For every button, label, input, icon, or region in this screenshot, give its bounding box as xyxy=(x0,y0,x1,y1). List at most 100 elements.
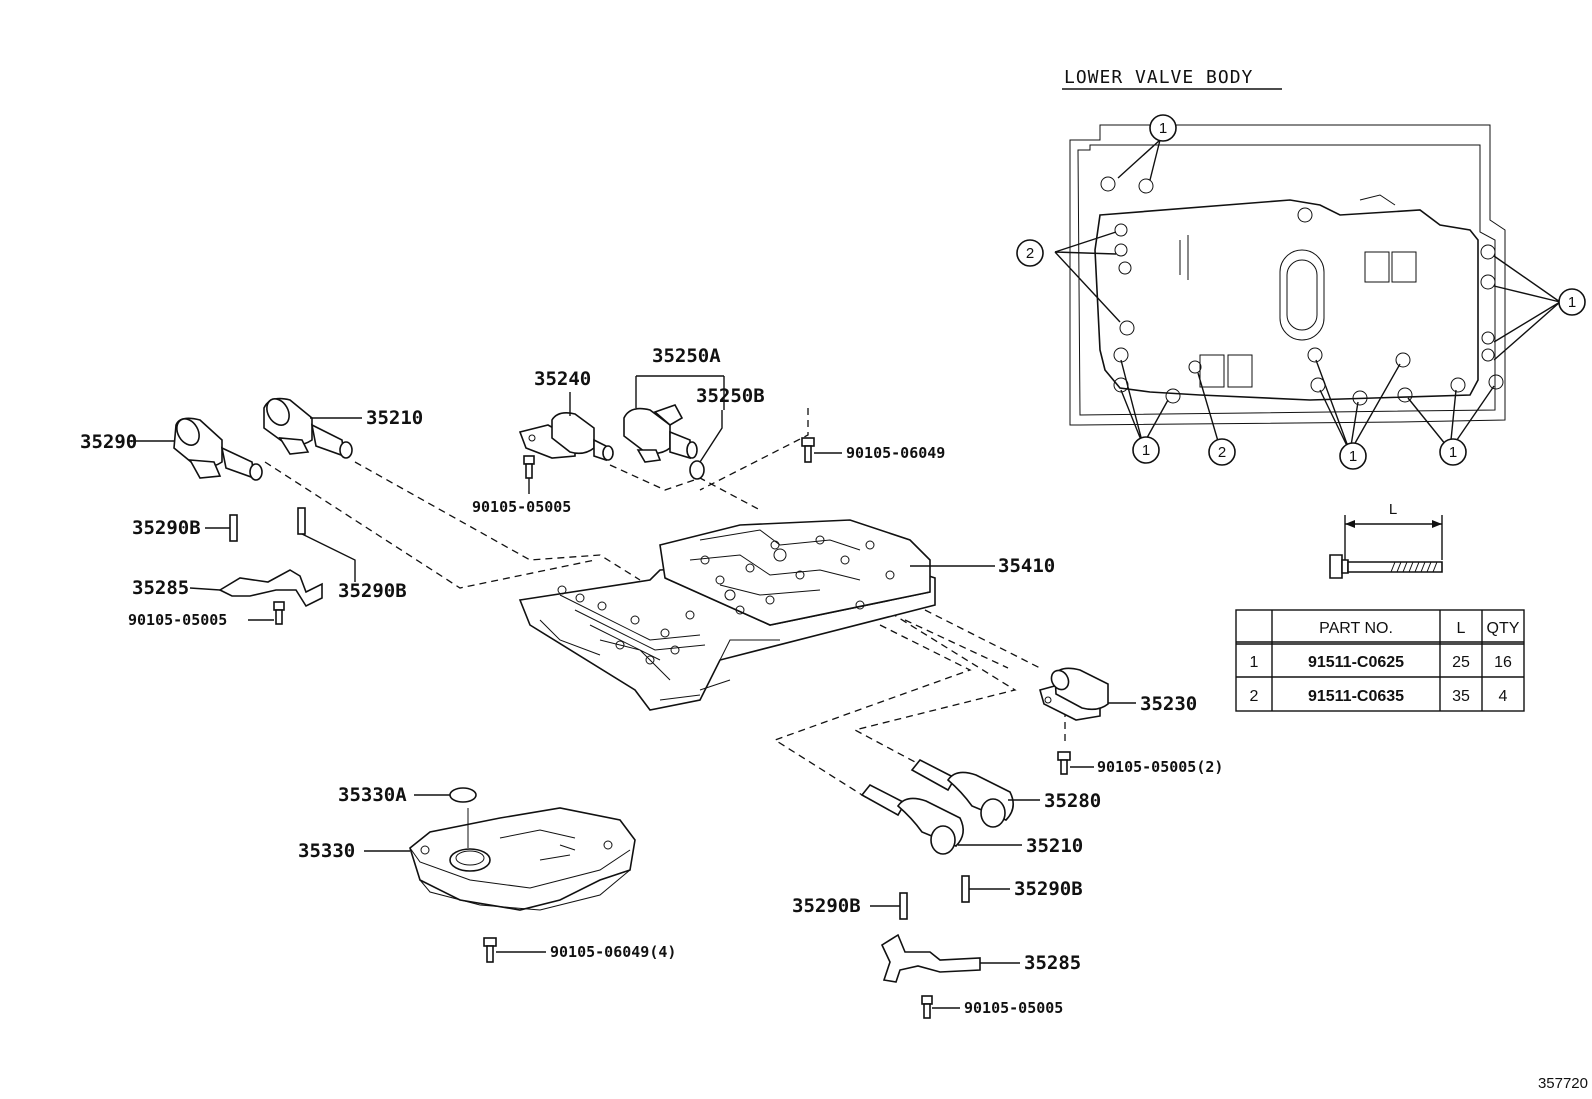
label-35210-bottom: 35210 xyxy=(1026,835,1083,857)
label-35250B: 35250B xyxy=(696,385,765,407)
pin-35290B-left2 xyxy=(297,507,306,535)
inset-details xyxy=(1179,194,1396,280)
oring-35250B xyxy=(689,460,705,480)
table-header-l: L xyxy=(1457,620,1466,637)
table-cell: 35 xyxy=(1452,688,1470,705)
solenoid-35290-stem xyxy=(220,446,255,480)
leader-c2-bottom xyxy=(1197,372,1221,449)
figure-code: 357720 xyxy=(1538,1075,1588,1092)
callout-circle-1-right: 1 xyxy=(1558,288,1586,316)
label-90105-05005-2: 90105-05005(2) xyxy=(1097,758,1223,776)
bolt-90105-05005-mid xyxy=(523,455,535,479)
assembly-dash-lines xyxy=(264,408,1066,801)
bolt-90105-05005-left xyxy=(273,601,285,625)
table-cell: 91511-C0625 xyxy=(1308,654,1404,671)
svg-text:2: 2 xyxy=(1026,245,1034,262)
pin-35290B-right xyxy=(961,875,970,903)
label-35330: 35330 xyxy=(298,840,355,862)
valve-body-bolts xyxy=(557,535,895,665)
solenoid-35290 xyxy=(173,417,263,481)
label-35250A: 35250A xyxy=(652,345,721,367)
bolt-90105-06049-top xyxy=(801,437,815,463)
bolt-90105-05005-bottom xyxy=(921,995,933,1019)
label-35410: 35410 xyxy=(998,555,1055,577)
solenoid-35210-bottom xyxy=(860,783,964,855)
dim-label: L xyxy=(1389,501,1397,518)
pin-35290B-bottom xyxy=(899,892,908,920)
valve-body-lower-detail xyxy=(539,619,731,701)
table-cell: 4 xyxy=(1499,688,1508,705)
pin-35290B-left xyxy=(229,514,238,542)
svg-text:1: 1 xyxy=(1349,448,1357,465)
table-frame xyxy=(1235,609,1525,712)
bolt-dimension-figure: L xyxy=(1329,501,1443,579)
solenoid-35240 xyxy=(518,412,614,462)
bolt-table: PART NO. L QTY 1 91511-C0625 25 16 2 915… xyxy=(1235,609,1525,712)
label-90105-05005-mid: 90105-05005 xyxy=(472,498,571,516)
label-90105-06049-top: 90105-06049 xyxy=(846,444,945,462)
label-90105-05005-left: 90105-05005 xyxy=(128,611,227,629)
label-35290B-bottom: 35290B xyxy=(792,895,861,917)
leader-c1-bottom-b xyxy=(1315,359,1401,453)
label-35230: 35230 xyxy=(1140,693,1197,715)
inset-block-d xyxy=(1227,354,1253,388)
leader-35250B xyxy=(699,410,723,463)
svg-text:1: 1 xyxy=(1159,120,1167,137)
bolt-head xyxy=(1329,554,1343,579)
dim-arrows xyxy=(1345,520,1442,528)
inset-housing-inner xyxy=(1077,144,1496,416)
table-cell: 25 xyxy=(1452,654,1470,671)
label-90105-06049-4: 90105-06049(4) xyxy=(550,943,676,961)
bracket-35285-left xyxy=(218,569,323,608)
leader-c2-left xyxy=(1054,231,1121,323)
label-35280: 35280 xyxy=(1044,790,1101,812)
leader-c1-right xyxy=(1493,255,1561,361)
valve-body-passages xyxy=(689,529,861,596)
inset-oval-port-inner xyxy=(1286,259,1318,331)
table-cell: 2 xyxy=(1250,688,1259,705)
bolt-thread xyxy=(1390,561,1438,573)
label-35285-left: 35285 xyxy=(132,577,189,599)
solenoid-35210-top xyxy=(263,397,353,459)
svg-text:2: 2 xyxy=(1218,444,1226,461)
table-header-qty: QTY xyxy=(1487,620,1520,637)
label-35210-top: 35210 xyxy=(366,407,423,429)
label-90105-05005-bottom: 90105-05005 xyxy=(964,999,1063,1017)
bracket-35285-bottom xyxy=(880,933,981,983)
callout-circle-1-bottom-a: 1 xyxy=(1132,436,1160,464)
lower-valve-body-inset: LOWER VALVE BODY xyxy=(1016,67,1586,470)
oring-35330A xyxy=(449,787,477,803)
svg-text:1: 1 xyxy=(1142,442,1150,459)
callout-circle-1-top: 1 xyxy=(1149,114,1177,142)
solenoid-35230 xyxy=(1039,667,1109,721)
label-35285-bottom: 35285 xyxy=(1024,952,1081,974)
callout-circle-2-bottom: 2 xyxy=(1208,438,1236,466)
table-cell: 91511-C0635 xyxy=(1308,688,1404,705)
inset-title: LOWER VALVE BODY xyxy=(1064,67,1253,88)
table-cell: 1 xyxy=(1250,654,1259,671)
strainer-35330 xyxy=(409,807,636,911)
solenoid-35250A xyxy=(623,404,698,463)
inset-block-a xyxy=(1364,251,1390,283)
svg-text:1: 1 xyxy=(1568,294,1576,311)
leader-35290B-left2 xyxy=(301,533,356,582)
inset-housing xyxy=(1069,124,1506,426)
bolt-90105-06049-4 xyxy=(483,937,497,963)
label-35290: 35290 xyxy=(80,431,137,453)
leader-c1-top xyxy=(1117,139,1161,181)
label-35290B-right: 35290B xyxy=(1014,878,1083,900)
label-35330A: 35330A xyxy=(338,784,407,806)
inset-bolt-holes xyxy=(1100,176,1504,406)
label-35290B-left: 35290B xyxy=(132,517,201,539)
callout-circle-1-bottom-c: 1 xyxy=(1439,438,1467,466)
label-35240: 35240 xyxy=(534,368,591,390)
inset-block-b xyxy=(1391,251,1417,283)
svg-text:1: 1 xyxy=(1449,444,1457,461)
valve-body-channels xyxy=(559,594,780,681)
label-35290B-left2: 35290B xyxy=(338,580,407,602)
callout-circle-1-bottom-b: 1 xyxy=(1339,442,1367,470)
bolt-flange xyxy=(1341,559,1349,574)
table-header-part-no: PART NO. xyxy=(1319,620,1393,637)
table-cell: 16 xyxy=(1494,654,1512,671)
